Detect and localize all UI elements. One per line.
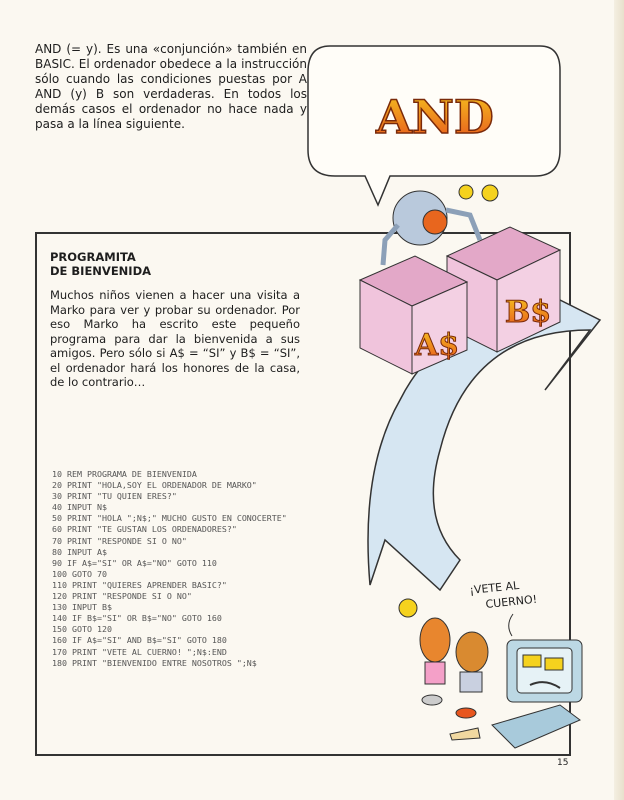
- program-line: 40 INPUT N$: [52, 502, 107, 513]
- program-line: 10 REM PROGRAMA DE BIENVENIDA: [52, 469, 197, 479]
- computer-speech-line1: ¡VETE AL: [469, 579, 521, 597]
- sad-computer: ¡VETE AL CUERNO!: [469, 579, 583, 749]
- and-word: AND: [375, 90, 494, 144]
- box-b-label: B$: [505, 295, 551, 330]
- page-number: 15: [557, 758, 569, 768]
- program-line: 30 PRINT "TU QUIEN ERES?": [52, 491, 177, 502]
- program-line: 130 INPUT B$: [52, 602, 112, 613]
- program-line: 180 PRINT "BIENVENIDO ENTRE NOSOTROS ";N…: [52, 657, 257, 668]
- program-line: 140 IF B$="SI" OR B$="NO" GOTO 160: [52, 613, 222, 624]
- program-line: 100 GOTO 70: [52, 568, 107, 579]
- computer-speech-line2: CUERNO!: [485, 593, 538, 611]
- box-a: A$: [358, 255, 469, 375]
- intro-paragraph: AND (= y). Es una «conjunción» también e…: [35, 42, 307, 131]
- program-line: 170 PRINT "VETE AL CUERNO! ";N$:END: [52, 646, 227, 657]
- program-line: 80 INPUT A$: [52, 546, 107, 557]
- speech-bubble: AND: [307, 45, 561, 207]
- program-line: 120 PRINT "RESPONDE SI O NO": [52, 591, 192, 602]
- box-a-label: A$: [414, 328, 459, 363]
- program-line: 60 PRINT "TE GUSTAN LOS ORDENADORES?": [52, 524, 237, 535]
- book-spine-shadow: [614, 0, 624, 800]
- program-line: 90 IF A$="SI" OR A$="NO" GOTO 110: [52, 557, 217, 568]
- section-title: PROGRAMITA DE BIENVENIDA: [50, 250, 151, 278]
- section-title-line2: DE BIENVENIDA: [50, 264, 152, 278]
- robot: [380, 184, 499, 266]
- program-line: 70 PRINT "RESPONDE SI O NO": [52, 535, 187, 546]
- program-line: 160 IF A$="SI" AND B$="SI" GOTO 180: [52, 635, 227, 646]
- program-line: 20 PRINT "HOLA,SOY EL ORDENADOR DE MARKO…: [52, 480, 257, 491]
- children: [398, 598, 489, 741]
- program-frame: [35, 232, 571, 756]
- section-paragraph: Muchos niños vienen a hacer una visita a…: [50, 288, 300, 389]
- section-title-line1: PROGRAMITA: [50, 250, 136, 264]
- program-line: 150 GOTO 120: [52, 624, 112, 635]
- program-line: 110 PRINT "QUIERES APRENDER BASIC?": [52, 579, 227, 590]
- program-line: 50 PRINT "HOLA ";N$;" MUCHO GUSTO EN CON…: [52, 513, 287, 524]
